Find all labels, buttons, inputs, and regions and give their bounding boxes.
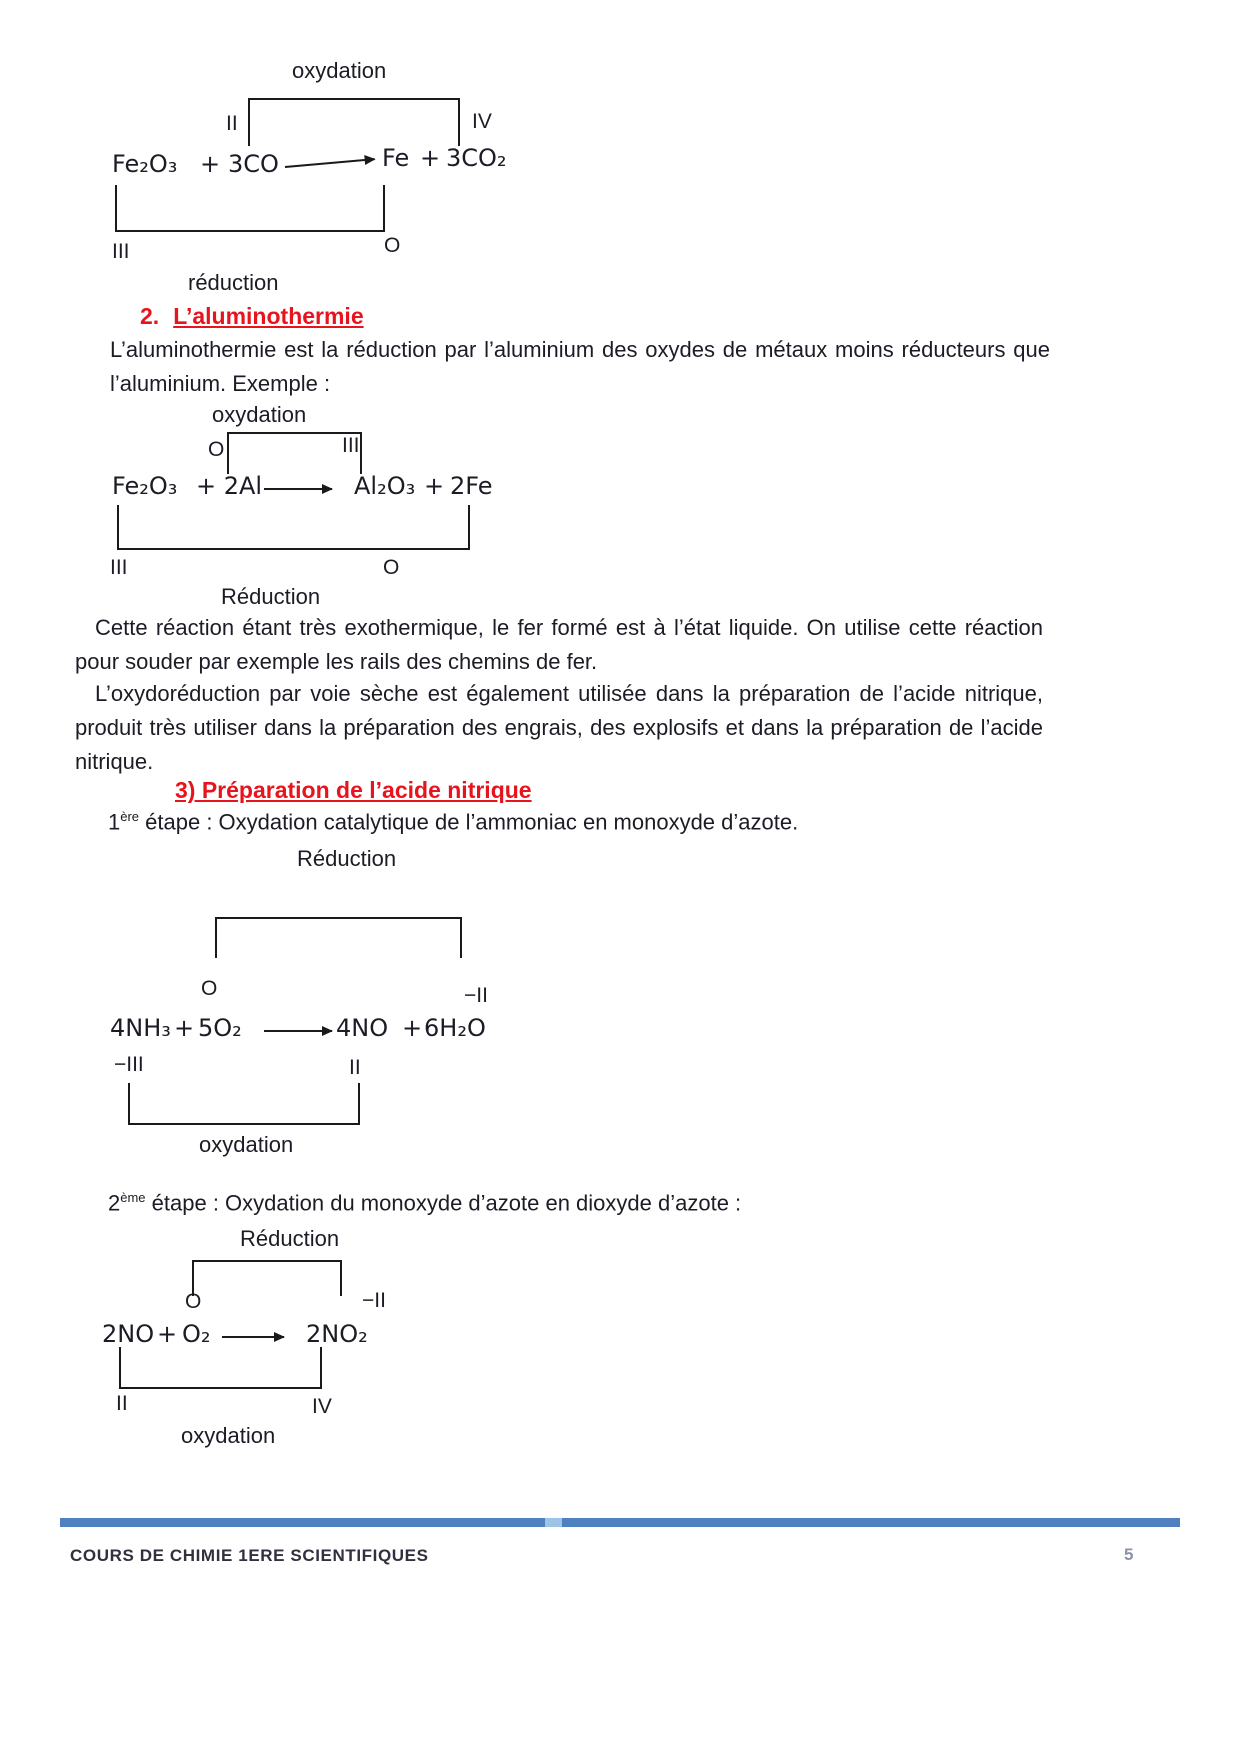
reduction-bracket <box>192 1260 342 1296</box>
formula: 2NO <box>102 1320 155 1348</box>
formula: 4NO <box>336 1014 389 1042</box>
reaction-arrow-icon <box>284 158 375 168</box>
section-title: 3) Préparation de l’acide nitrique <box>175 777 532 803</box>
paragraph-exothermique: Cette réaction étant très exothermique, … <box>75 615 1043 674</box>
footer-divider-segment <box>545 1518 562 1527</box>
reduction-bracket <box>117 505 470 550</box>
plus-sign: + 2Al <box>196 472 263 500</box>
oxidation-number: O <box>208 438 225 461</box>
oxidation-label: oxydation <box>212 402 307 427</box>
oxidation-number: II <box>226 112 238 135</box>
reduction-label: réduction <box>188 270 279 295</box>
oxidation-number: III <box>342 434 360 457</box>
plus-sign: + <box>424 472 445 500</box>
formula: 3CO <box>228 150 279 178</box>
reaction-arrow-icon <box>264 484 333 494</box>
formula: Fe <box>382 144 410 172</box>
formula: 4NH₃ <box>110 1014 171 1042</box>
oxidation-bracket <box>248 98 460 146</box>
page-number: 5 <box>1124 1545 1134 1564</box>
oxidation-bracket <box>128 1083 360 1125</box>
oxidation-bracket <box>119 1347 322 1389</box>
step-number: 1 <box>108 809 121 835</box>
step2-text: 2ème étape : Oxydation du monoxyde d’azo… <box>108 1190 741 1216</box>
formula: Fe₂O₃ <box>112 472 178 500</box>
oxidation-number: II <box>116 1392 128 1415</box>
chemical-equation: 2NO + O₂ 2NO₂ <box>90 1320 530 1354</box>
reaction-arrow-icon <box>222 1332 285 1342</box>
oxidation-number: O <box>185 1290 202 1313</box>
step-description: étape : Oxydation catalytique de l’ammon… <box>139 809 799 835</box>
oxidation-label: oxydation <box>181 1423 276 1448</box>
oxidation-number: III <box>112 240 130 263</box>
section-title: L’aluminothermie <box>173 303 364 329</box>
reaction-arrow-icon <box>264 1026 333 1036</box>
oxidation-number: −III <box>114 1053 144 1076</box>
oxidation-number: O <box>383 556 400 579</box>
plus-sign: + <box>402 1014 423 1042</box>
reduction-label: Réduction <box>221 584 321 609</box>
footer-course-title: COURS DE CHIMIE 1ERE SCIENTIFIQUES <box>70 1546 429 1565</box>
formula: 2NO₂ <box>306 1320 368 1348</box>
oxidation-number: −II <box>362 1289 386 1312</box>
redox-diagram-aluminothermie: oxydation O III Fe₂O₃ + 2Al Al₂O₃ + 2Fe … <box>100 398 620 626</box>
oxidation-number: III <box>110 556 128 579</box>
step-ordinal-suffix: ème <box>120 1190 146 1205</box>
section-heading-aluminothermie: 2. L’aluminothermie <box>140 303 364 330</box>
chemical-equation: 4NH₃ + 5O₂ 4NO + 6H₂O <box>100 1014 610 1048</box>
plus-sign: + <box>157 1320 178 1348</box>
oxidation-number: IV <box>312 1395 332 1418</box>
plus-sign: + <box>200 150 221 178</box>
paragraph-oxydoreduction: L’oxydoréduction par voie sèche est égal… <box>75 681 1043 774</box>
plus-sign: + <box>174 1014 195 1042</box>
plus-sign: + <box>420 144 441 172</box>
redox-diagram-monoxyde-azote: Réduction O −II 2NO + O₂ 2NO₂ II IV oxyd… <box>90 1225 530 1460</box>
oxidation-bracket <box>227 432 362 474</box>
section-number: 2. <box>140 303 160 329</box>
oxidation-label: oxydation <box>292 58 387 83</box>
reduction-bracket <box>215 917 462 958</box>
reduction-label: Réduction <box>240 1226 340 1251</box>
reduction-label: Réduction <box>297 846 397 871</box>
footer-divider <box>60 1518 1180 1527</box>
reduction-bracket <box>115 185 385 232</box>
redox-diagram-fe2o3-co: oxydation II IV Fe₂O₃ + 3CO Fe + 3CO₂ II… <box>100 58 580 310</box>
chemical-equation: Fe₂O₃ + 2Al Al₂O₃ + 2Fe <box>100 472 620 506</box>
formula: 3CO₂ <box>446 144 507 172</box>
oxidation-number: II <box>349 1056 361 1079</box>
paragraph-aluminothermie-intro: L’aluminothermie est la réduction par l’… <box>110 337 1050 396</box>
formula: O₂ <box>182 1320 211 1348</box>
oxidation-number: O <box>201 977 218 1000</box>
step-description: étape : Oxydation du monoxyde d’azote en… <box>145 1190 742 1216</box>
step1-text: 1ère étape : Oxydation catalytique de l’… <box>108 809 798 835</box>
formula: 2Fe <box>450 472 493 500</box>
oxidation-number: O <box>384 234 401 257</box>
oxidation-number: −II <box>464 984 488 1007</box>
redox-diagram-ammoniac: Réduction O −II 4NH₃ + 5O₂ 4NO + 6H₂O −I… <box>100 840 610 1170</box>
oxidation-number: IV <box>472 110 492 133</box>
step-number: 2 <box>108 1190 121 1216</box>
chemical-equation: Fe₂O₃ + 3CO Fe + 3CO₂ <box>100 144 580 184</box>
oxidation-label: oxydation <box>199 1132 294 1157</box>
formula: Fe₂O₃ <box>112 150 178 178</box>
formula: 5O₂ <box>198 1014 242 1042</box>
step-ordinal-suffix: ère <box>120 809 140 824</box>
section-heading-acide-nitrique: 3) Préparation de l’acide nitrique <box>175 777 532 804</box>
formula: Al₂O₃ <box>354 472 416 500</box>
formula: 6H₂O <box>424 1014 486 1042</box>
